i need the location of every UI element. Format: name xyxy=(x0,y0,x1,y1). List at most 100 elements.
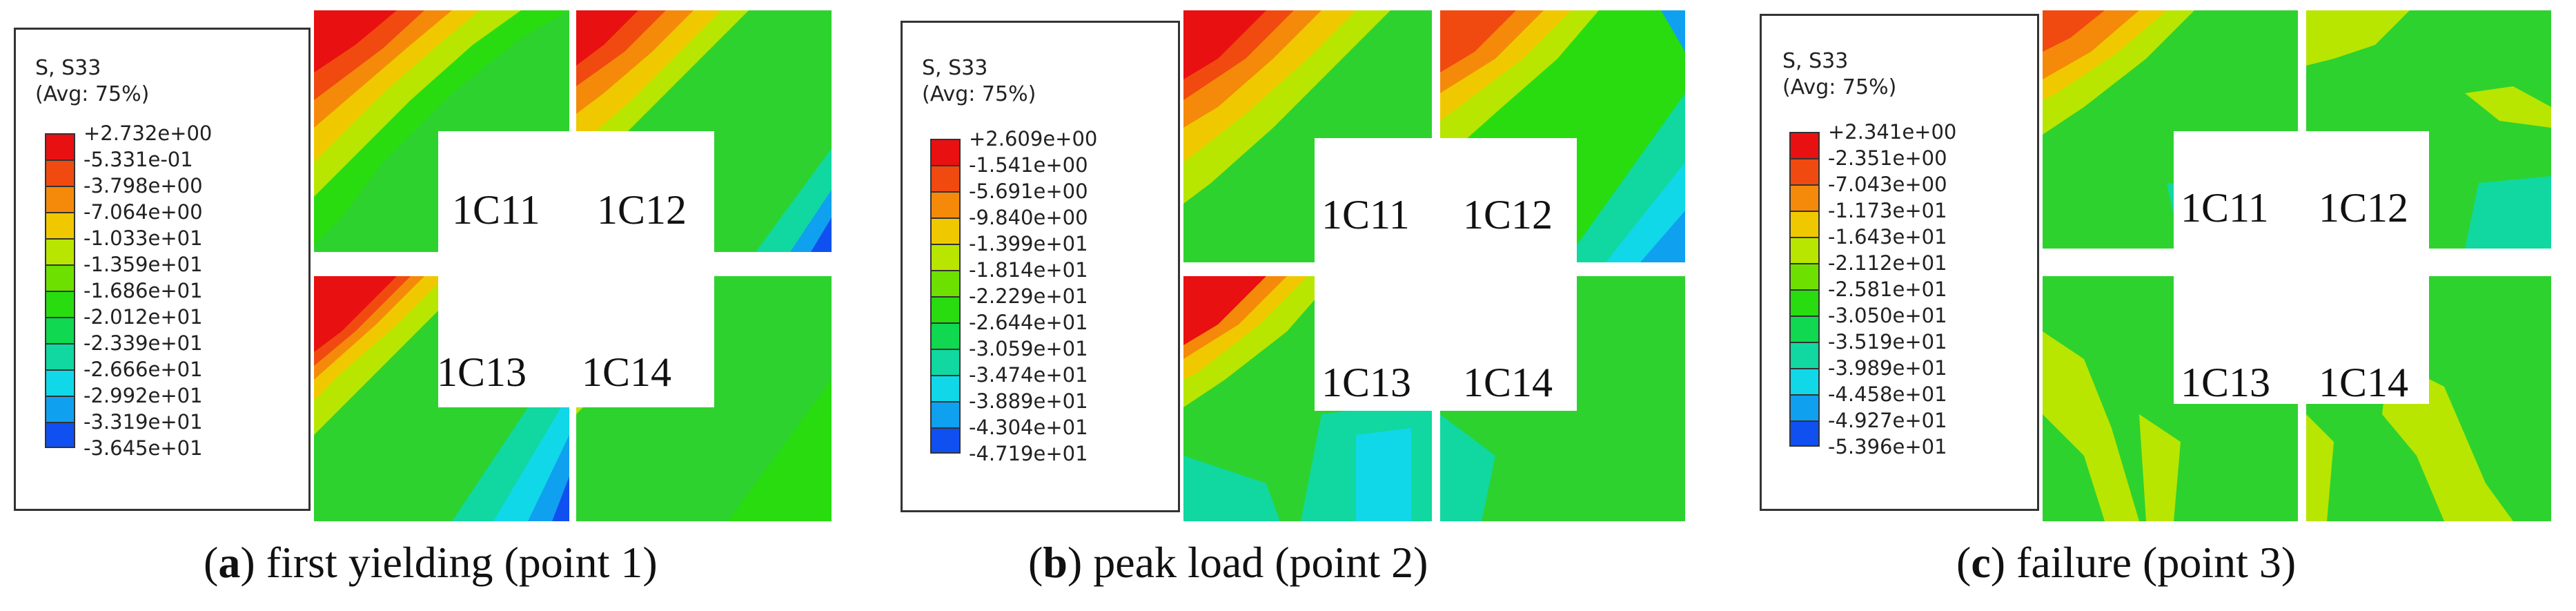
legend-tick-label: -9.840e+00 xyxy=(969,206,1088,229)
caption-text: failure (point 3) xyxy=(2005,538,2297,587)
legend-tick-label: -2.644e+01 xyxy=(969,311,1088,334)
legend-swatch xyxy=(1789,237,1820,263)
caption-letter: b xyxy=(1043,538,1068,587)
legend-tick-label: -1.033e+01 xyxy=(83,226,203,250)
legend-swatch xyxy=(45,396,75,422)
legend-swatch xyxy=(45,186,75,212)
legend-tick-label: -1.814e+01 xyxy=(969,258,1088,282)
legend-tick-label: -2.339e+01 xyxy=(83,331,203,355)
legend-swatch xyxy=(1789,420,1820,447)
legend-tick-label: -3.319e+01 xyxy=(83,410,203,434)
legend-tick-label: -3.059e+01 xyxy=(969,337,1088,360)
component-label-1c14: 1C14 xyxy=(2319,360,2409,405)
legend-swatch xyxy=(930,401,961,427)
legend-swatch xyxy=(1789,316,1820,342)
panel-a: S, S33 (Avg: 75%) +2.732e+00 -5.331e-01 -3… xyxy=(0,0,856,611)
legend-tick-label: -4.719e+01 xyxy=(969,442,1088,465)
legend-swatch xyxy=(930,139,961,165)
legend-swatch xyxy=(45,343,75,369)
center-opening xyxy=(1315,138,1577,411)
legend-swatch xyxy=(930,217,961,244)
component-label-1c11: 1C11 xyxy=(1321,192,1410,237)
legend-tick-label: -5.331e-01 xyxy=(83,148,193,171)
legend-title-variable: S, S33 xyxy=(1782,49,1849,73)
legend-tick-label: -1.173e+01 xyxy=(1828,199,1947,222)
legend-swatch xyxy=(1789,342,1820,368)
legend-tick-label: -7.064e+00 xyxy=(83,200,203,224)
legend-swatch xyxy=(930,375,961,401)
legend-tick-label: -2.229e+01 xyxy=(969,284,1088,308)
legend-tick-label: -2.992e+01 xyxy=(83,384,203,407)
component-label-1c12: 1C12 xyxy=(2319,185,2409,231)
legend-title-variable: S, S33 xyxy=(35,56,101,80)
legend-tick-label: -2.112e+01 xyxy=(1828,251,1947,275)
legend-swatch xyxy=(45,159,75,186)
legend-swatch xyxy=(1789,394,1820,420)
legend-swatch xyxy=(45,422,75,448)
caption-letter: a xyxy=(218,538,241,587)
legend-title-variable: S, S33 xyxy=(922,56,988,80)
panel-b: S, S33 (Avg: 75%) +2.609e+00-1.541e+00 -5… xyxy=(894,0,1749,611)
legend-tick-label: -1.686e+01 xyxy=(83,279,203,302)
legend-swatch xyxy=(930,165,961,191)
legend-tick-label: -3.474e+01 xyxy=(969,363,1088,387)
legend-swatch xyxy=(930,191,961,217)
legend-bar-frame xyxy=(1789,132,1820,447)
legend-swatch xyxy=(1789,184,1820,211)
legend-swatch xyxy=(1789,289,1820,316)
legend-title-averaging: (Avg: 75%) xyxy=(35,82,150,106)
contour-plot xyxy=(1440,10,1685,262)
legend-tick-label: -4.304e+01 xyxy=(969,416,1088,439)
legend-tick-label: -3.798e+00 xyxy=(83,174,203,197)
legend-box: S, S33 (Avg: 75%) +2.732e+00 -5.331e-01 -3… xyxy=(14,28,311,511)
panel-c: S, S33 (Avg: 75%) +2.341e+00-2.351e+00-7… xyxy=(1746,0,2576,611)
legend-tick-label: +2.341e+00 xyxy=(1828,120,1957,144)
component-label-1c13: 1C13 xyxy=(1321,360,1412,405)
legend-tick-label: +2.732e+00 xyxy=(83,122,213,145)
caption: (a) first yielding (point 1) xyxy=(204,538,658,587)
legend-swatch xyxy=(45,264,75,291)
legend-box: S, S33 (Avg: 75%) +2.609e+00-1.541e+00 -5… xyxy=(901,21,1180,512)
center-opening xyxy=(2174,131,2429,404)
legend-swatch xyxy=(930,296,961,322)
stress-contour-map: 1C11 1C12 1C13 1C14 xyxy=(1183,10,1729,521)
caption-text: peak load (point 2) xyxy=(1082,538,1428,587)
legend-tick-label: -3.889e+01 xyxy=(969,389,1088,413)
legend-swatch xyxy=(930,270,961,296)
caption: (b) peak load (point 2) xyxy=(1028,538,1428,587)
center-opening xyxy=(438,131,714,407)
legend-swatch xyxy=(45,291,75,317)
legend-tick-label: -2.581e+01 xyxy=(1828,278,1947,301)
legend-tick-label: -3.519e+01 xyxy=(1828,330,1947,353)
legend-tick-label: -5.691e+00 xyxy=(969,180,1088,203)
legend-tick-label: -3.645e+01 xyxy=(83,436,203,460)
component-label-1c14: 1C14 xyxy=(1463,360,1553,405)
component-label-1c11: 1C11 xyxy=(452,187,540,233)
legend-swatch xyxy=(1789,211,1820,237)
legend-swatch xyxy=(45,212,75,238)
quadrant-top-right xyxy=(1440,10,1685,262)
legend-tick-label: -2.666e+01 xyxy=(83,358,203,381)
legend-tick-label: -3.050e+01 xyxy=(1828,304,1947,327)
legend-title-averaging: (Avg: 75%) xyxy=(922,82,1036,106)
legend-swatch xyxy=(1789,158,1820,184)
legend-box: S, S33 (Avg: 75%) +2.341e+00-2.351e+00-7… xyxy=(1760,14,2039,511)
caption: (c) failure (point 3) xyxy=(1956,538,2297,587)
legend-tick-label: -4.458e+01 xyxy=(1828,382,1947,406)
legend-tick-label: -1.541e+00 xyxy=(969,153,1088,177)
component-label-1c13: 1C13 xyxy=(2181,360,2271,405)
legend-tick-label: -3.989e+01 xyxy=(1828,356,1947,380)
legend-tick-label: +2.609e+00 xyxy=(969,127,1098,151)
legend-tick-label: -1.399e+01 xyxy=(969,232,1088,255)
legend-swatch xyxy=(1789,263,1820,289)
legend-swatch xyxy=(930,427,961,454)
stress-contour-map: 1C11 1C12 1C13 1C14 xyxy=(2043,10,2576,521)
component-label-1c12: 1C12 xyxy=(597,187,687,233)
legend-title-averaging: (Avg: 75%) xyxy=(1782,75,1897,99)
legend-swatch xyxy=(930,244,961,270)
component-label-1c11: 1C11 xyxy=(2181,185,2269,231)
legend-tick-label: -1.643e+01 xyxy=(1828,225,1947,249)
legend-tick-label: -4.927e+01 xyxy=(1828,409,1947,432)
component-label-1c14: 1C14 xyxy=(582,349,672,395)
caption-letter: c xyxy=(1971,538,1991,587)
